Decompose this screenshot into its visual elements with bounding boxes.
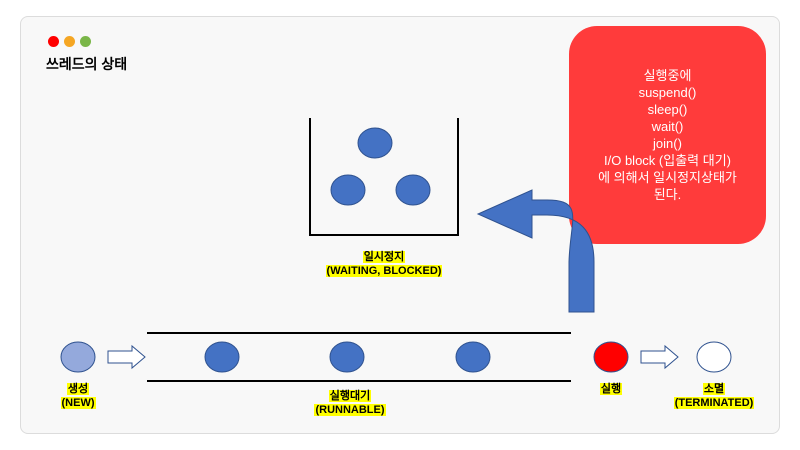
curved-arrow-icon [476,189,595,313]
callout-line: 된다. [653,187,682,202]
new-state-label: 생성 (NEW) [60,383,96,409]
minimize-dot-icon[interactable] [64,36,75,47]
terminated-state-label: 소멸 (TERMINATED) [673,383,755,409]
runnable-thread-circle [455,341,491,373]
running-state-circle [593,341,629,373]
runnable-thread-circle [329,341,365,373]
new-state-circle [60,341,96,373]
callout-box: 실행중에 suspend() sleep() wait() join() I/O bloc… [569,26,766,244]
window-controls [48,36,91,47]
maximize-dot-icon[interactable] [80,36,91,47]
arrow-right-icon [107,344,146,370]
running-state-label: 실행 [599,383,623,395]
close-dot-icon[interactable] [48,36,59,47]
waiting-state-label: 일시정지 (WAITING, BLOCKED) [325,251,443,277]
callout-line: sleep() [647,102,688,117]
waiting-thread-circle [330,174,366,206]
runnable-state-label: 실행대기 (RUNNABLE) [314,390,386,416]
callout-line: wait() [651,119,684,134]
callout-line: I/O block (입출력 대기) [604,153,731,168]
callout-line: suspend() [638,85,697,100]
arrow-right-icon [640,344,679,370]
runnable-thread-circle [204,341,240,373]
terminated-state-circle [696,341,732,373]
callout-text: 실행중에 suspend() sleep() wait() join() I/O bloc… [590,67,745,203]
waiting-container [309,118,459,236]
callout-line: 에 의해서 일시정지상태가 [598,170,737,185]
waiting-thread-circle [357,127,393,159]
callout-line: join() [653,136,682,151]
callout-line: 실행중에 [643,68,692,83]
waiting-thread-circle [395,174,431,206]
page-title: 쓰레드의 상태 [46,56,128,72]
